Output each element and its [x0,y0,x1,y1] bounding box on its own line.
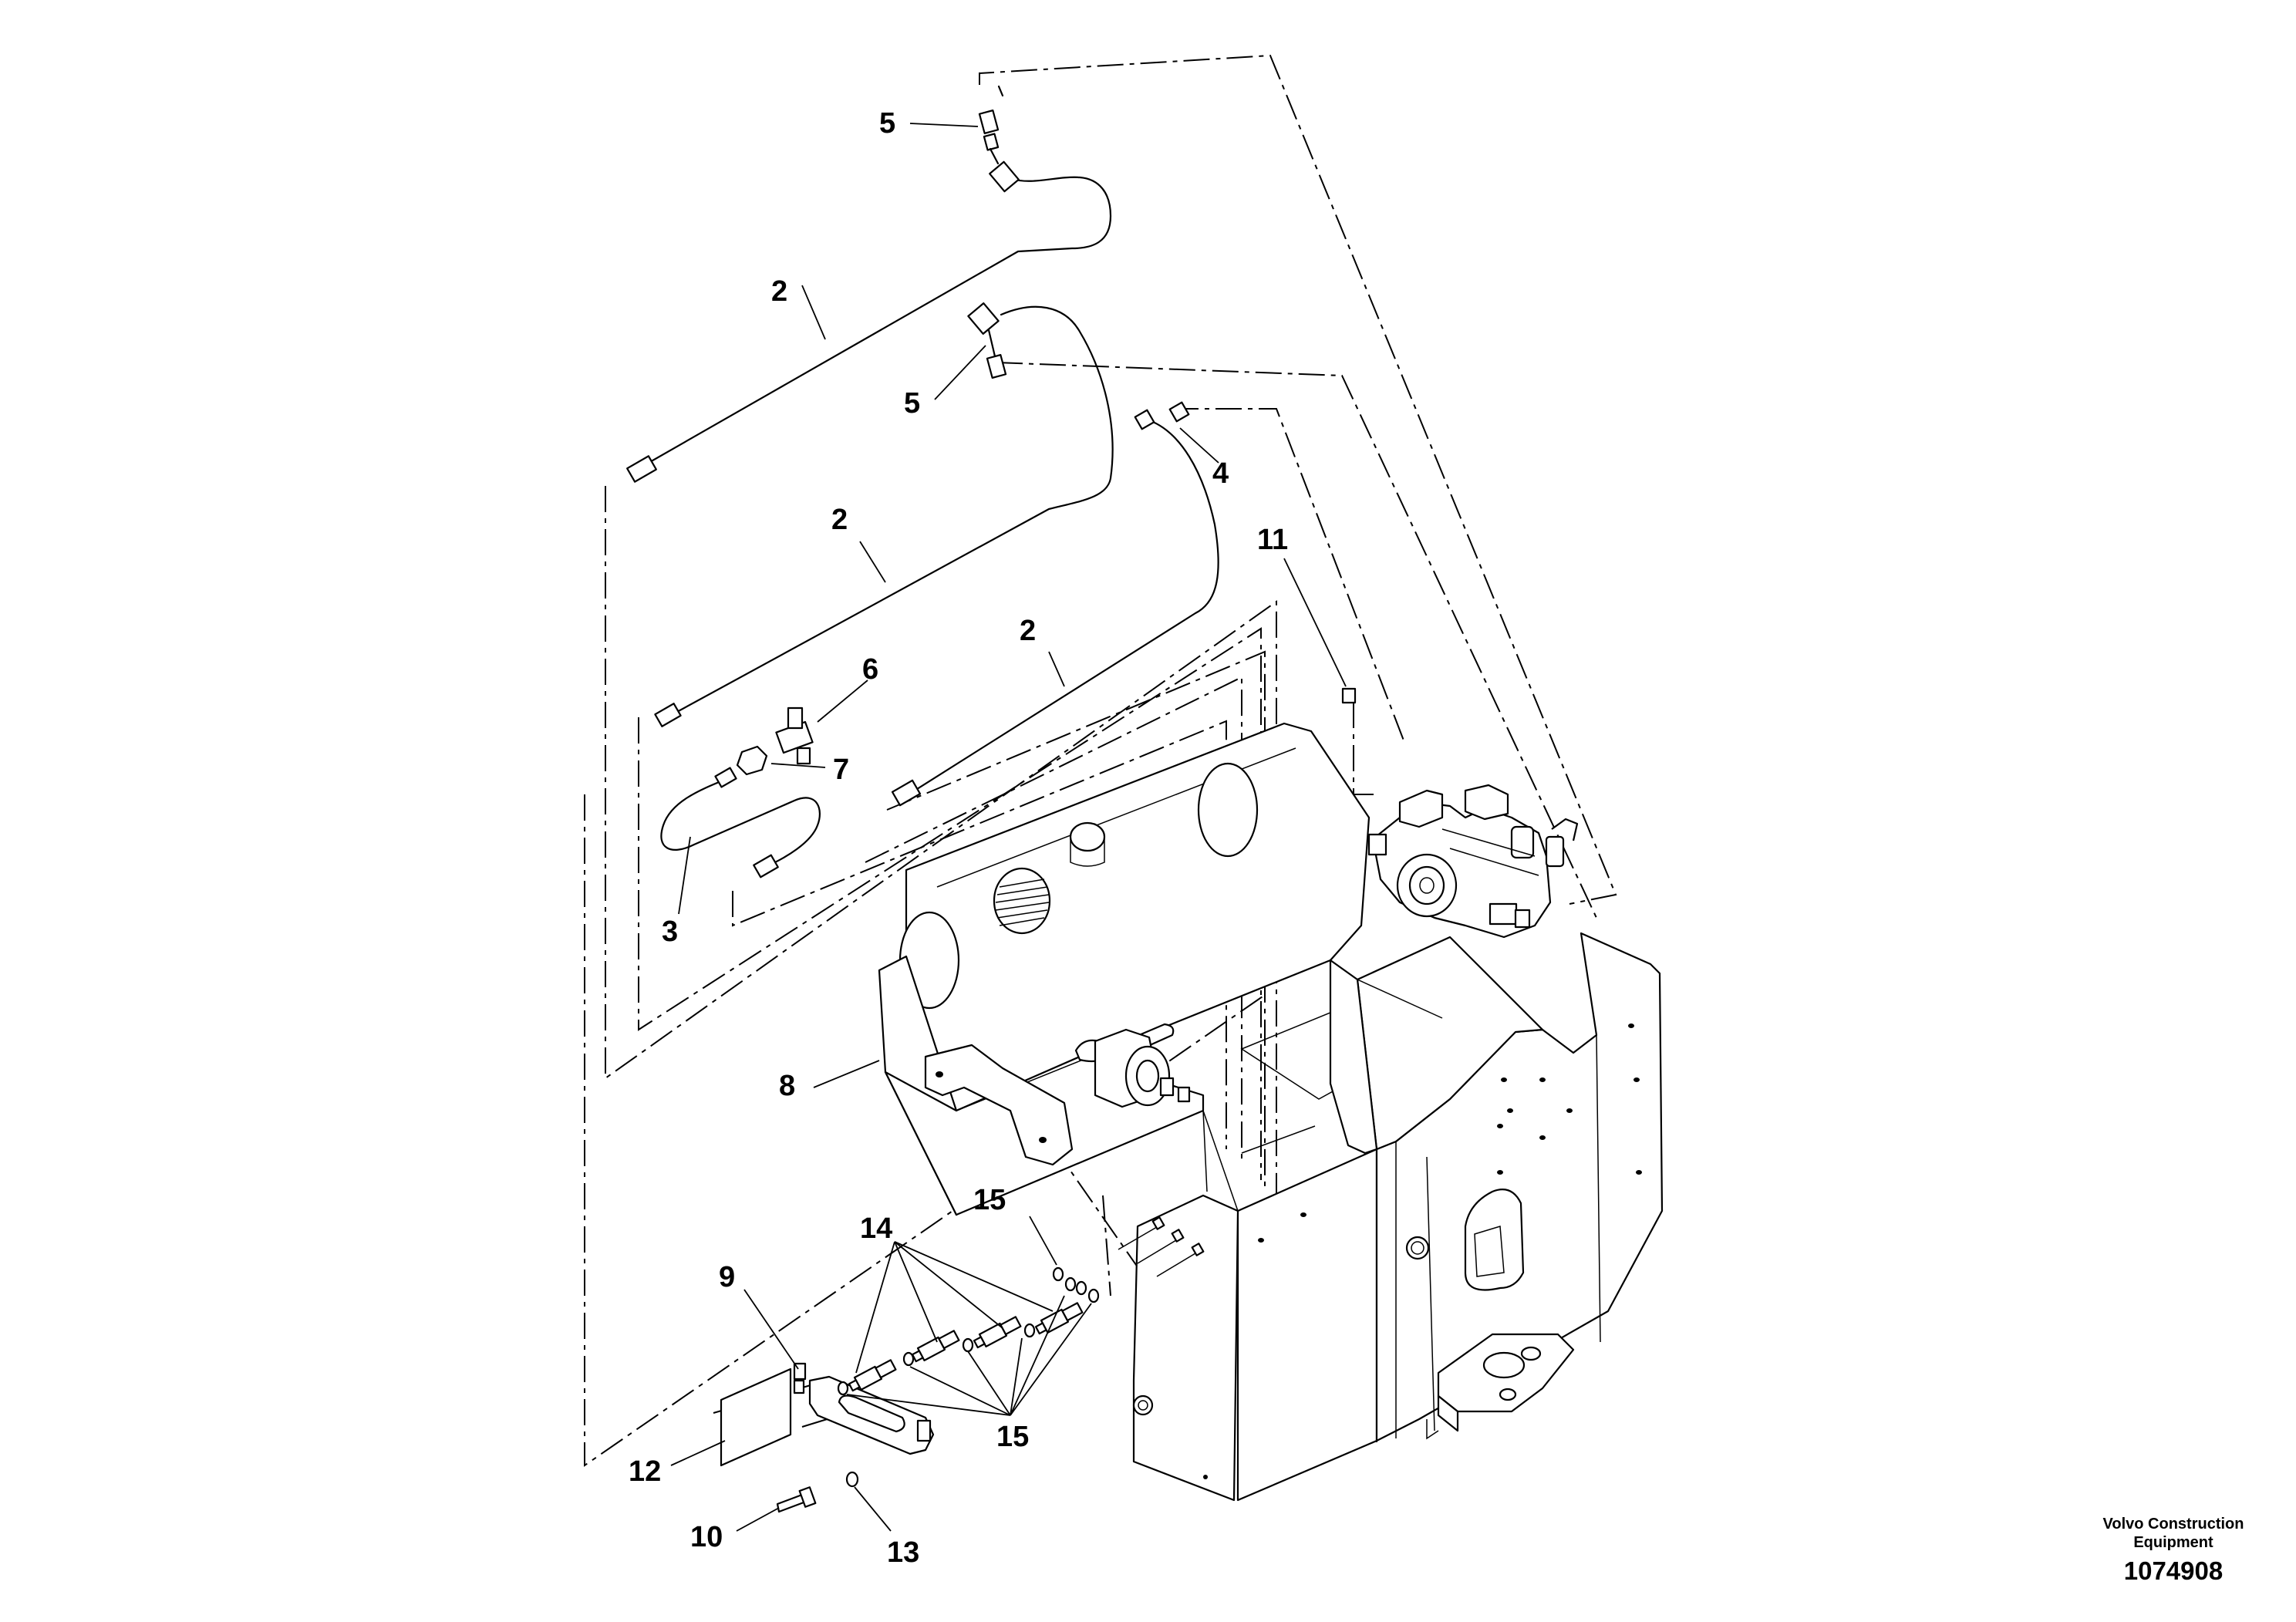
line-end-fitting [654,703,682,727]
line-end-fitting [753,854,779,878]
quick-couplings-14 [848,1302,1084,1392]
brand-line-2: Equipment [2133,1534,2213,1551]
callout-2-lower: 2 [1020,615,1036,647]
control-valve-assembly [1367,784,1579,939]
hydraulic-lines [631,85,1219,869]
callout-15-upper: 15 [973,1184,1006,1216]
drawing-number: 1074908 [2124,1556,2223,1585]
callout-5-lower: 5 [904,387,920,420]
pump-on-tank-floor [1094,1028,1191,1108]
washers-15 [837,1266,1100,1396]
hydraulic-tank-assembly [878,722,1467,1502]
line-end-fitting [626,455,657,483]
callout-15-lower: 15 [996,1421,1029,1453]
tee-fitting-6 [775,706,814,765]
callout-8: 8 [779,1070,795,1102]
callout-9: 9 [719,1261,735,1293]
callout-2-upper: 2 [771,275,787,308]
callout-12: 12 [629,1455,661,1488]
coupling-plate-9 [793,1362,935,1455]
chassis-frame [1329,932,1664,1442]
tank-mounting-bracket [924,1044,1074,1166]
callout-14: 14 [860,1212,892,1245]
line-end-fitting [714,767,737,788]
fitting-5-upper [978,110,1020,193]
fitting-4 [1134,401,1190,430]
callout-7: 7 [833,754,849,786]
fitting-11 [1341,687,1357,704]
screw-10 [776,1486,817,1513]
line-end-fitting [891,779,922,807]
drawing-footer: Volvo Construction Equipment 1074908 [2103,1516,2244,1585]
fittings [626,110,1357,878]
callout-4: 4 [1212,457,1229,490]
callout-10: 10 [690,1521,723,1553]
part-callouts: 5 2 5 4 2 11 2 6 7 3 8 15 14 9 15 12 10 … [629,107,1288,1569]
callout-3: 3 [662,916,678,948]
callout-11: 11 [1257,524,1288,556]
callout-5-upper: 5 [879,107,895,140]
through-bolts [1118,1216,1205,1277]
washer-13 [845,1471,859,1488]
brand-line-1: Volvo Construction [2103,1516,2244,1533]
leader-lines [670,123,1347,1532]
callout-2-middle: 2 [831,504,848,536]
callout-13: 13 [887,1536,919,1569]
nut-7 [736,745,768,776]
decal-12 [720,1367,792,1467]
callout-6: 6 [862,653,878,686]
fitting-5-lower [967,302,1007,379]
